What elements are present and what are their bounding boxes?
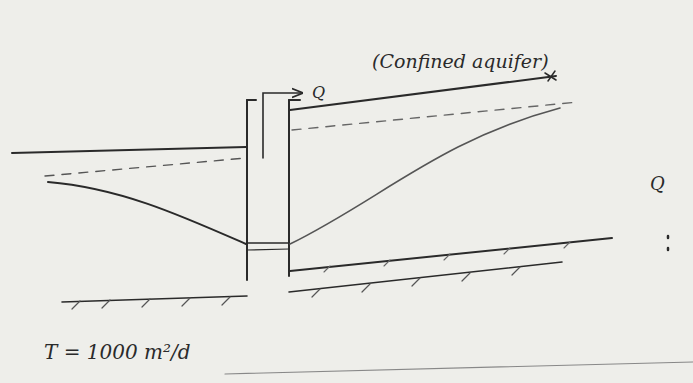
- well-top: [247, 99, 256, 101]
- colon-mark: [667, 236, 670, 250]
- well-water-level: [247, 249, 289, 250]
- well-water-level: [247, 242, 289, 244]
- impermeable-base: [62, 262, 562, 302]
- piezometric-line: [45, 158, 246, 176]
- question-mark-label: Q: [650, 175, 665, 193]
- well-top: [289, 99, 300, 101]
- discharge-label: Q: [312, 85, 325, 101]
- piezometric-line: [292, 102, 578, 130]
- aquifer-type-label: (Confined aquifer): [372, 52, 549, 71]
- discharge-pipe: [263, 93, 302, 158]
- drawdown-curve: [290, 108, 560, 244]
- drawdown-curve: [48, 182, 246, 244]
- confining-top-left: [12, 147, 246, 153]
- confining-top-right: [290, 76, 556, 110]
- cross-mark: [545, 71, 556, 81]
- aquifer-bottom: [290, 238, 612, 271]
- hatch: [72, 267, 520, 309]
- transmissivity-label: T = 1000 m²/d: [44, 342, 191, 362]
- paper-rule: [225, 362, 693, 374]
- hatch: [324, 242, 570, 272]
- well-wall: [246, 100, 248, 280]
